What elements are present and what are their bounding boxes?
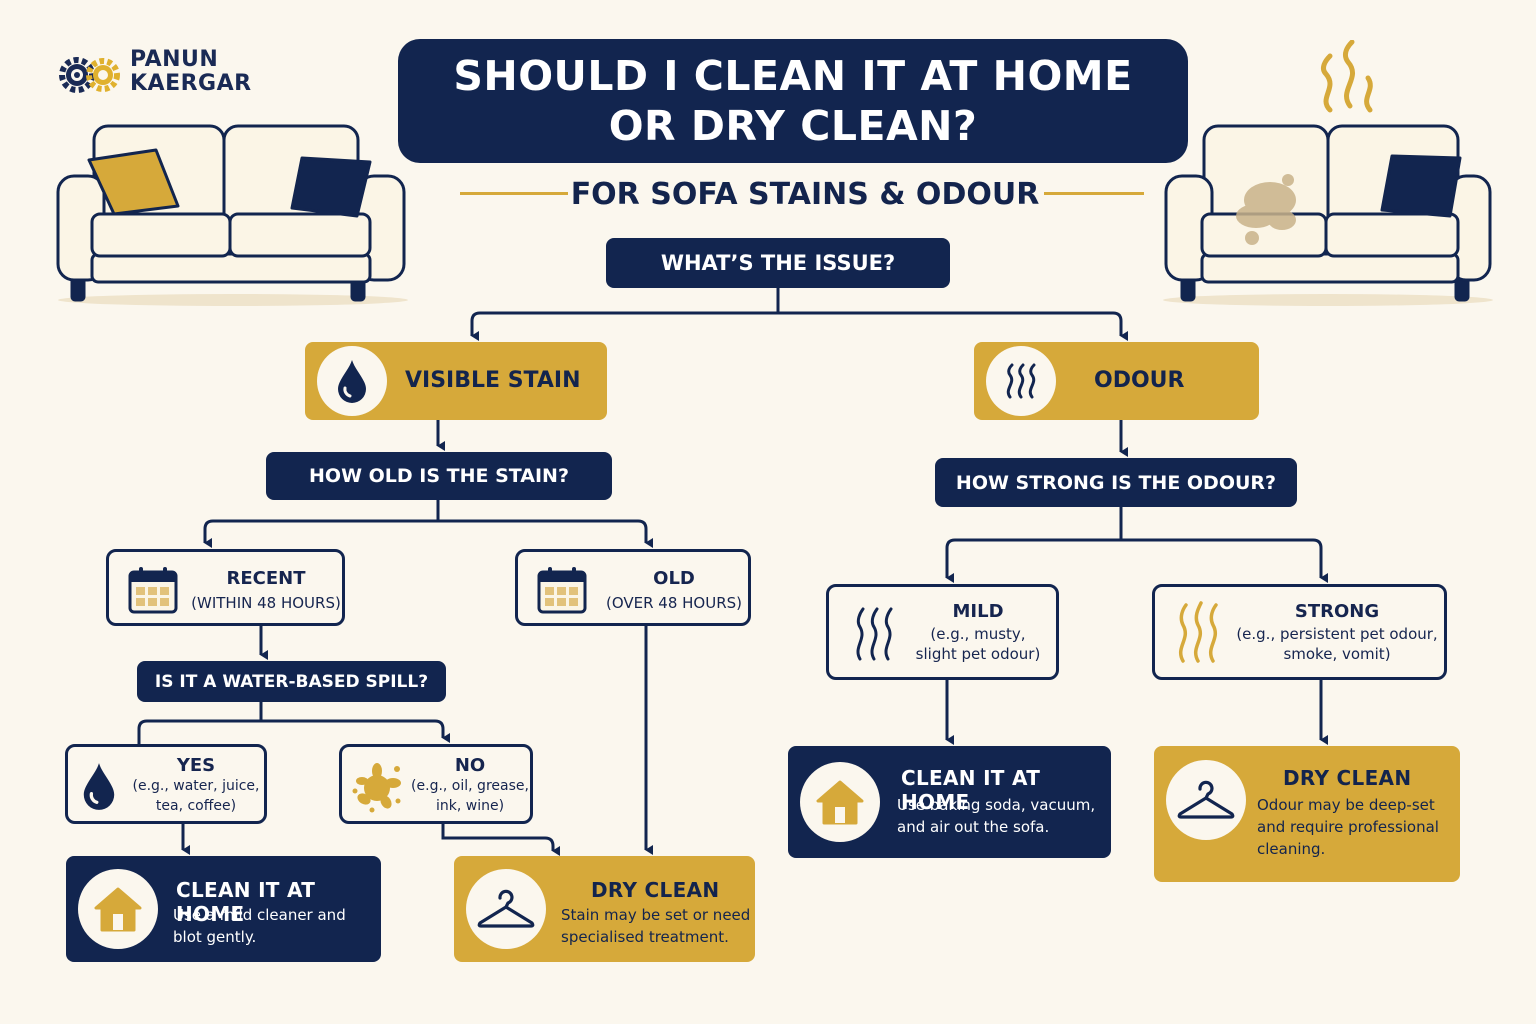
strong-title: STRONG [1294,601,1380,622]
steam-icon [856,607,893,661]
stained-sofa-illustration [1163,124,1493,306]
odour-dry-line-3: cleaning. [1257,840,1326,858]
yes-option: YES (e.g., water, juice, tea, coffee) [65,744,267,824]
yes-detail-2: tea, coffee) [155,798,237,814]
hanger-icon [466,869,546,949]
stain-dry-title: DRY CLEAN [591,878,720,902]
steam-icon [1321,40,1373,113]
odour-home-line-2: and air out the sofa. [897,818,1050,836]
strong-detail-1: (e.g., persistent pet odour, [1236,625,1438,643]
recent-detail: (WITHIN 48 HOURS) [191,594,341,612]
stain-clean-at-home-result: CLEAN IT AT HOME Use a mild cleaner and … [66,856,381,962]
splat-icon [352,763,401,813]
mild-title: MILD [952,601,1004,622]
house-icon [800,762,880,842]
stain-dry-clean-result: DRY CLEAN Stain may be set or need speci… [454,856,755,962]
hanger-icon [1166,760,1246,840]
stain-home-line-2: blot gently. [173,928,257,946]
stain-dry-line-2: specialised treatment. [561,928,729,946]
gear-icon [59,57,120,93]
no-detail-1: (e.g., oil, grease, [411,778,529,794]
yes-title: YES [176,755,216,776]
steam-icon [986,346,1056,416]
strong-detail-2: smoke, vomit) [1283,645,1391,663]
recent-title: RECENT [226,568,306,589]
visible-stain-label: VISIBLE STAIN [405,368,581,393]
page-subtitle: FOR SOFA STAINS & ODOUR [570,176,1040,212]
mild-detail-2: slight pet odour) [915,645,1041,663]
brand-line-2: KAERGAR [130,71,252,96]
brand-line-1: PANUN [130,47,219,72]
stain-home-title: CLEAN IT AT HOME [176,878,316,926]
visible-stain-category: VISIBLE STAIN [305,342,607,420]
no-title: NO [454,755,486,776]
odour-strength-question: HOW STRONG IS THE ODOUR? [935,458,1297,507]
stain-age-question: HOW OLD IS THE STAIN? [266,452,612,500]
stain-home-line-1: Use a mild cleaner and [173,906,346,924]
odour-home-line-1: Use baking soda, vacuum, [897,796,1096,814]
brand-logo [55,52,123,98]
root-question: WHAT’S THE ISSUE? [606,238,950,288]
odour-label: ODOUR [1094,368,1185,393]
brand-name: PANUN KAERGAR [130,48,252,96]
calendar-icon [128,567,178,614]
recent-stain-option: RECENT (WITHIN 48 HOURS) [106,549,345,626]
old-title: OLD [653,568,695,589]
house-icon [78,869,158,949]
drop-icon [83,763,115,810]
calendar-icon [537,567,587,614]
water-based-question: IS IT A WATER-BASED SPILL? [137,661,446,702]
mild-odour-option: MILD (e.g., musty, slight pet odour) [826,584,1059,680]
title-line-1: SHOULD I CLEAN IT AT HOME [453,52,1133,100]
old-stain-option: OLD (OVER 48 HOURS) [515,549,751,626]
no-detail-2: ink, wine) [435,798,505,814]
title-line-2: OR DRY CLEAN? [608,102,978,150]
mild-detail-1: (e.g., musty, [930,625,1026,643]
odour-home-title: CLEAN IT AT HOME [901,766,1041,814]
stain-dry-line-1: Stain may be set or need [561,906,751,924]
subtitle-rule-left [460,192,568,195]
odour-category: ODOUR [974,342,1259,420]
page-title: SHOULD I CLEAN IT AT HOME OR DRY CLEAN? [398,39,1188,163]
drop-icon [317,346,387,416]
odour-dry-line-1: Odour may be deep-set [1257,796,1435,814]
old-detail: (OVER 48 HOURS) [605,594,743,612]
yes-detail-1: (e.g., water, juice, [132,778,260,794]
odour-dry-clean-result: DRY CLEAN Odour may be deep-set and requ… [1154,746,1460,882]
subtitle-rule-right [1044,192,1144,195]
odour-dry-line-2: and require professional [1257,818,1439,836]
strong-odour-option: STRONG (e.g., persistent pet odour, smok… [1152,584,1447,680]
no-option: NO (e.g., oil, grease, ink, wine) [339,744,533,824]
clean-sofa-illustration [56,124,408,306]
steam-icon [1179,601,1218,663]
odour-clean-at-home-result: CLEAN IT AT HOME Use baking soda, vacuum… [788,746,1111,858]
odour-dry-title: DRY CLEAN [1283,766,1412,790]
